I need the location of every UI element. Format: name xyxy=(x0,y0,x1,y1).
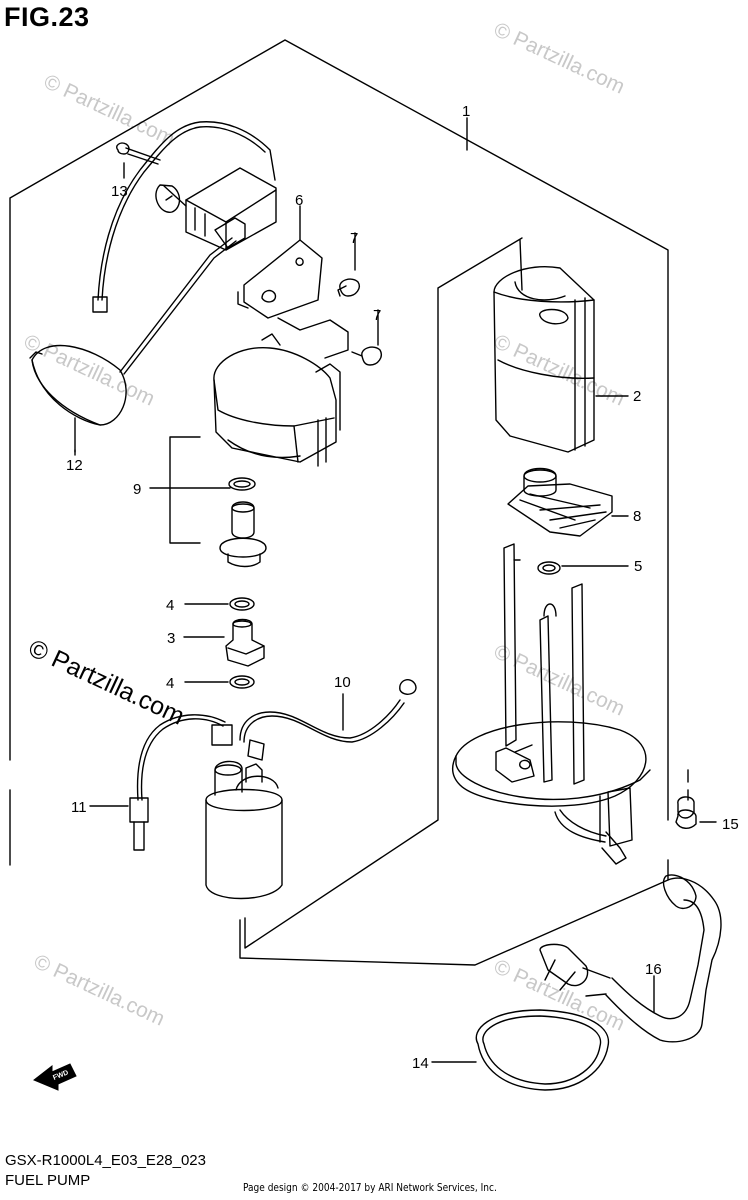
callout-10: 10 xyxy=(334,674,351,691)
callout-7-lower: 7 xyxy=(373,307,381,324)
float-part-12 xyxy=(29,237,237,453)
pump-motor xyxy=(205,760,283,900)
callout-3: 3 xyxy=(167,630,175,647)
bracket-part-6 xyxy=(237,205,349,359)
filter-part-8 xyxy=(507,467,629,537)
oring-part-9 xyxy=(228,477,256,491)
callout-4-upper: 4 xyxy=(166,597,174,614)
callout-13: 13 xyxy=(111,183,128,200)
oring-part-14 xyxy=(431,1009,610,1091)
screw-part-7-upper xyxy=(337,232,360,297)
screw-part-7-lower xyxy=(351,309,382,366)
subassembly-outline xyxy=(244,237,523,949)
callout-9: 9 xyxy=(133,481,141,498)
callout-16: 16 xyxy=(645,961,662,978)
pump-case-part-9 xyxy=(213,333,341,467)
callout-15: 15 xyxy=(722,816,739,833)
callout-11: 11 xyxy=(71,799,87,816)
figure-title: FIG.23 xyxy=(4,2,90,32)
oring-part-5 xyxy=(537,561,561,575)
callout-1: 1 xyxy=(462,103,470,120)
pump-housing-part-2 xyxy=(493,239,629,453)
callout-8: 8 xyxy=(633,508,641,525)
figure-name: FUEL PUMP xyxy=(5,1172,91,1189)
page-credit: Page design © 2004-2017 by ARI Network S… xyxy=(243,1181,497,1194)
fuel-hose-part-16 xyxy=(539,874,722,1043)
screw-part-15 xyxy=(675,769,717,829)
callout-12: 12 xyxy=(66,457,83,474)
assembly-outline xyxy=(9,39,669,966)
callout-7-upper: 7 xyxy=(350,230,358,247)
callout-6: 6 xyxy=(295,192,303,209)
callout-9-bracket xyxy=(149,436,231,544)
oring-part-4-upper xyxy=(229,597,255,611)
regulator-part-9 xyxy=(219,501,267,568)
pump-bracket-frame xyxy=(452,543,651,865)
callout-4-lower: 4 xyxy=(166,675,174,692)
callout-2: 2 xyxy=(633,388,641,405)
callout-14: 14 xyxy=(412,1055,429,1072)
fwd-arrow-icon: FWD xyxy=(33,1063,77,1091)
lead-wire-part-10 xyxy=(239,679,417,761)
lead-wire-part-11 xyxy=(89,714,233,851)
level-sensor-wiring xyxy=(92,121,277,313)
oring-part-4-lower xyxy=(229,675,255,689)
valve-part-3 xyxy=(183,618,265,667)
model-code: GSX-R1000L4_E03_E28_023 xyxy=(5,1152,206,1169)
callout-5: 5 xyxy=(634,558,642,575)
callout-labels: 1 2 3 4 4 5 6 7 7 8 9 10 11 12 13 14 15 … xyxy=(66,103,739,1072)
